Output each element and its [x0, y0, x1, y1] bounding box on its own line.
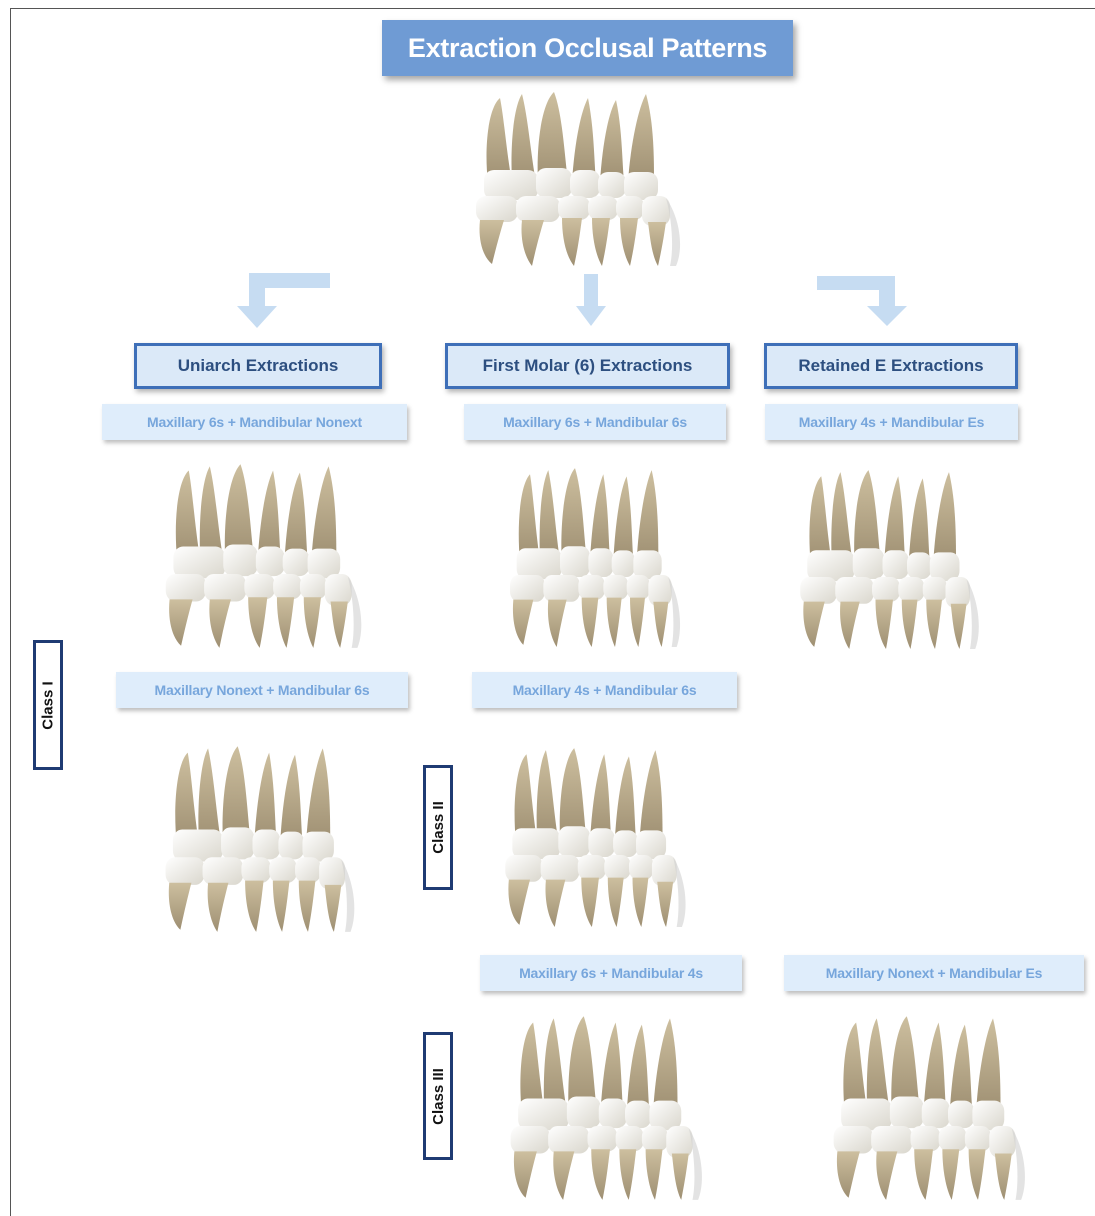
class-ii-label-box: Class II	[423, 765, 453, 890]
class-i-label: Class I	[40, 681, 57, 729]
class-iii-label-box: Class III	[423, 1032, 453, 1160]
pattern-label: Maxillary 4s + Mandibular Es	[765, 404, 1018, 440]
retained-e-extractions-header: Retained E Extractions	[764, 343, 1018, 389]
uniarch-extractions-header: Uniarch Extractions	[134, 343, 382, 389]
arrow-right	[815, 274, 911, 328]
pattern-label: Maxillary 6s + Mandibular 6s	[464, 404, 726, 440]
diagram-title: Extraction Occlusal Patterns	[382, 20, 793, 76]
pattern-label: Maxillary Nonext + Mandibular Es	[784, 955, 1084, 991]
teeth-illustration	[828, 1012, 1053, 1202]
pattern-label: Maxillary 6s + Mandibular 4s	[480, 955, 742, 991]
arrow-left	[225, 270, 335, 332]
teeth-illustration	[500, 744, 712, 929]
teeth-illustration	[160, 742, 382, 934]
class-iii-label: Class III	[430, 1068, 447, 1125]
teeth-illustration-top	[470, 88, 710, 268]
class-i-label-box: Class I	[33, 640, 63, 770]
teeth-illustration	[505, 464, 705, 649]
first-molar-extractions-header: First Molar (6) Extractions	[445, 343, 730, 389]
class-ii-label: Class II	[430, 801, 447, 854]
teeth-illustration	[795, 466, 1005, 651]
pattern-label: Maxillary Nonext + Mandibular 6s	[116, 672, 408, 708]
teeth-illustration	[160, 460, 390, 650]
pattern-label: Maxillary 4s + Mandibular 6s	[472, 672, 737, 708]
arrow-center	[574, 272, 608, 328]
teeth-illustration	[505, 1012, 730, 1202]
pattern-label: Maxillary 6s + Mandibular Nonext	[102, 404, 407, 440]
